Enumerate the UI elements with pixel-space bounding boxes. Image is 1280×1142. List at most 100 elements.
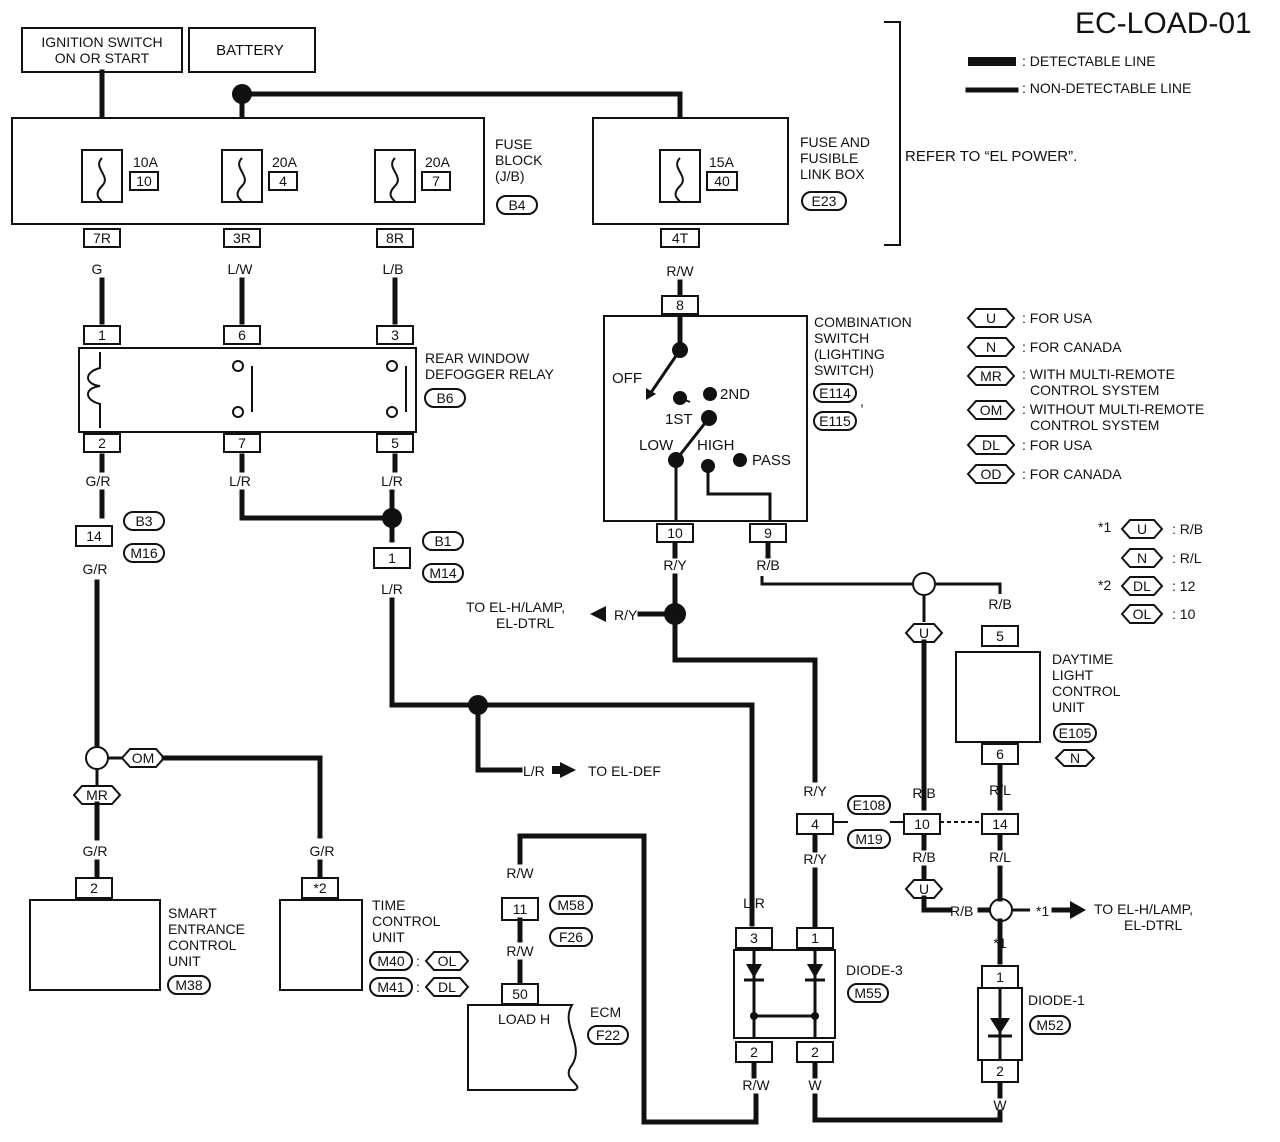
svg-text:4: 4: [279, 173, 287, 189]
time-label-1: TIME: [372, 897, 405, 913]
wire-lr-3: L/R: [381, 581, 403, 597]
relay-conn: B6: [436, 390, 453, 406]
svg-text:OM: OM: [980, 402, 1003, 418]
relay-label-1: REAR WINDOW: [425, 350, 530, 366]
battery-junction: [232, 84, 252, 104]
wire-ry-1: R/Y: [663, 557, 687, 573]
svg-text:3: 3: [750, 930, 758, 946]
code-ol-time: OL: [438, 953, 457, 969]
fuse-7: 20A 7: [374, 149, 451, 203]
svg-text:1: 1: [388, 550, 396, 566]
ignition-label-1: IGNITION SWITCH: [41, 34, 162, 50]
colon-ol: :: [416, 953, 420, 969]
star1-b: *1: [993, 935, 1006, 951]
wire-rb-4: R/B: [912, 849, 935, 865]
dtrl-label-3: CONTROL: [1052, 683, 1121, 699]
svg-text:: R/L: : R/L: [1172, 550, 1202, 566]
svg-text:6: 6: [996, 746, 1004, 762]
svg-text:3: 3: [391, 327, 399, 343]
om-junction: [85, 746, 109, 770]
svg-text:*1: *1: [1098, 519, 1111, 535]
svg-text:CONTROL SYSTEM: CONTROL SYSTEM: [1030, 417, 1159, 433]
smart-label-2: ENTRANCE: [168, 921, 245, 937]
svg-text:20A: 20A: [272, 154, 298, 170]
wire-lr-def: L/R: [523, 763, 545, 779]
svg-text:2: 2: [996, 1063, 1004, 1079]
wire-lb: L/B: [382, 261, 403, 277]
to-el-hlamp2-2: EL-DTRL: [1124, 917, 1183, 933]
fuse-link-label-1: FUSE AND: [800, 134, 870, 150]
svg-text:40: 40: [714, 173, 730, 189]
code-u-1: U: [919, 625, 929, 641]
smart-label-1: SMART: [168, 905, 217, 921]
svg-text:N: N: [986, 339, 996, 355]
svg-text:DL: DL: [1133, 578, 1151, 594]
refer-bracket: [884, 21, 901, 246]
conn-e108: E108: [853, 797, 886, 813]
comma-sep: ,: [860, 393, 864, 409]
conn-m58: M58: [557, 897, 584, 913]
svg-text:: FOR USA: : FOR USA: [1022, 437, 1093, 453]
svg-text:MR: MR: [980, 368, 1002, 384]
svg-text:: 10: : 10: [1172, 606, 1196, 622]
diode3-box: [733, 949, 836, 1039]
svg-text:1: 1: [996, 969, 1004, 985]
conn-e115: E115: [819, 413, 851, 429]
svg-text:OL: OL: [1133, 606, 1152, 622]
svg-text:10: 10: [667, 525, 683, 541]
combo-label-4: SWITCH): [814, 362, 874, 378]
svg-text:: FOR USA: : FOR USA: [1022, 310, 1093, 326]
svg-text:2: 2: [90, 880, 98, 896]
conn-m19: M19: [855, 831, 882, 847]
conn-e105: E105: [1059, 725, 1092, 741]
diagram-title: EC-LOAD-01: [1075, 7, 1252, 40]
svg-text:DL: DL: [982, 437, 1000, 453]
wire-rb-1: R/B: [756, 557, 779, 573]
svg-text:: FOR CANADA: : FOR CANADA: [1022, 339, 1122, 355]
pos-off: OFF: [612, 370, 642, 387]
svg-text:6: 6: [238, 327, 246, 343]
fuse-block-label-3: (J/B): [495, 168, 525, 184]
wire-lr-4: L/R: [743, 895, 765, 911]
ecm-box: [467, 1004, 579, 1091]
svg-text:OD: OD: [981, 466, 1002, 482]
svg-text:2: 2: [811, 1044, 819, 1060]
wire-w-2: W: [993, 1097, 1007, 1113]
svg-text:10A: 10A: [133, 154, 159, 170]
svg-text:: WITH MULTI-REMOTE: : WITH MULTI-REMOTE: [1022, 366, 1175, 382]
fuse-block-conn: B4: [508, 197, 525, 213]
wire-rl-1: R/L: [989, 782, 1011, 798]
wire-w-1: W: [808, 1077, 822, 1093]
wire-rb-3: R/B: [912, 785, 935, 801]
legend-non-detectable: : NON-DETECTABLE LINE: [1022, 80, 1191, 96]
wire-lw: L/W: [228, 261, 254, 277]
ignition-label-2: ON OR START: [55, 50, 150, 66]
combo-label-2: SWITCH: [814, 330, 869, 346]
svg-text:10: 10: [914, 816, 930, 832]
diode3-label: DIODE-3: [846, 962, 903, 978]
conn-b3: B3: [135, 513, 152, 529]
svg-text:9: 9: [764, 525, 772, 541]
terminal-4t: 4T: [672, 230, 689, 246]
diode1-label: DIODE-1: [1028, 992, 1085, 1008]
code-u-2: U: [919, 881, 929, 897]
battery-label: BATTERY: [216, 42, 284, 59]
fuse-link-label-3: LINK BOX: [800, 166, 865, 182]
conn-m41: M41: [377, 979, 404, 995]
refer-el-power: REFER TO “EL POWER”.: [905, 148, 1077, 165]
svg-text:N: N: [1137, 550, 1147, 566]
terminal-3r: 3R: [233, 230, 251, 246]
wire-rw-diode: R/W: [742, 1077, 770, 1093]
fuse-block-label-2: BLOCK: [495, 152, 543, 168]
svg-text:4: 4: [811, 816, 819, 832]
defogger-relay-box: [78, 347, 417, 433]
svg-text:1: 1: [98, 327, 106, 343]
wire-gr-2: G/R: [83, 561, 108, 577]
conn-b1: B1: [434, 533, 451, 549]
wire-ry-3: R/Y: [803, 851, 827, 867]
conn-m14: M14: [429, 565, 456, 581]
svg-text:: R/B: : R/B: [1172, 521, 1203, 537]
smart-label-3: CONTROL: [168, 937, 237, 953]
wire-lr-2: L/R: [381, 473, 403, 489]
